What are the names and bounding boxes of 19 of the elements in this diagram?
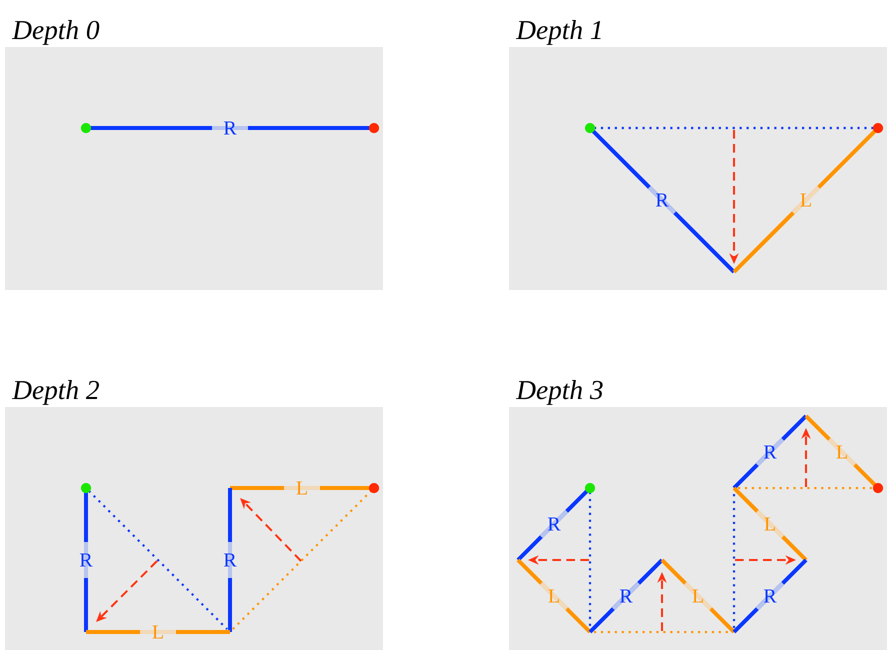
segment-label: R	[756, 438, 784, 466]
segment-label: L	[828, 438, 856, 466]
segment-label: L	[684, 582, 712, 610]
segment-label: R	[756, 582, 784, 610]
segment-label: L	[140, 625, 176, 639]
segment-label: R	[540, 510, 568, 538]
segment-label: R	[648, 186, 676, 214]
segment-label: R	[80, 542, 93, 578]
segment-label: L	[756, 510, 784, 538]
segment-label: R	[224, 542, 237, 578]
panel-title: Depth 0	[12, 20, 100, 45]
segment-label: R	[212, 121, 248, 135]
panel-title: Depth 2	[12, 380, 99, 405]
segment-label: L	[540, 582, 568, 610]
panel-title: Depth 1	[516, 20, 601, 45]
segment-label: L	[792, 186, 820, 214]
segment-label: R	[612, 582, 640, 610]
panel-title: Depth 3	[516, 380, 603, 405]
segment-label: L	[284, 481, 320, 495]
